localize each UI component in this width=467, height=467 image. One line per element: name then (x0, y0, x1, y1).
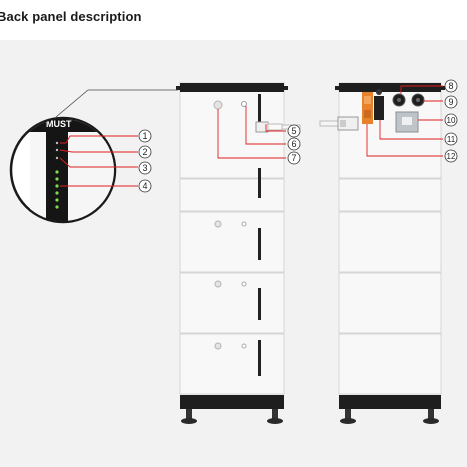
left-handle-4 (258, 340, 261, 376)
callout-10: 10 (447, 116, 456, 125)
leader-lines (59, 85, 443, 187)
callout-8: 8 (448, 81, 453, 91)
callout-12: 12 (447, 152, 456, 161)
left-base (180, 395, 284, 409)
callout-5: 5 (291, 126, 296, 136)
left-battery-stack (176, 82, 301, 424)
callout-9: 9 (448, 97, 453, 107)
right-module-4 (338, 333, 442, 395)
right-module-2 (338, 211, 442, 273)
left-module-1 (179, 178, 285, 212)
left-port (241, 101, 247, 107)
callout-6: 6 (291, 139, 296, 149)
zoom-inset: MUST (9, 89, 178, 224)
callout-11: 11 (447, 135, 456, 144)
left-handle-top (258, 94, 261, 122)
callout-1: 1 (142, 131, 147, 141)
left-connector-plug (267, 123, 283, 131)
callout-3: 3 (142, 163, 147, 173)
left-handle-1 (258, 168, 261, 198)
left-foot-2 (267, 418, 283, 424)
callout-2: 2 (142, 147, 147, 157)
right-base (339, 395, 441, 409)
led-indicators (55, 170, 59, 209)
black-switch (374, 96, 384, 120)
zoom-display-strip (46, 119, 68, 221)
right-foot-2 (423, 418, 439, 424)
callouts: 1 2 3 4 5 6 7 8 9 10 11 12 (138, 79, 458, 193)
orange-breaker (362, 92, 373, 124)
right-battery-stack (319, 82, 445, 424)
callout-7: 7 (291, 153, 296, 163)
left-handle-3 (258, 288, 261, 320)
left-top-bar (180, 83, 284, 92)
right-top-bar (339, 83, 441, 92)
page-title: Back panel description (0, 9, 142, 24)
left-handle-2 (258, 228, 261, 260)
left-module-3 (179, 272, 285, 334)
left-ground-stud (213, 100, 223, 110)
left-module-4 (179, 333, 285, 395)
left-module-2 (179, 211, 285, 273)
left-foot-1 (181, 418, 197, 424)
right-foot-1 (340, 418, 356, 424)
callout-4: 4 (142, 181, 147, 191)
right-module-1 (338, 178, 442, 212)
brand-logo: MUST (46, 119, 72, 129)
right-module-3 (338, 272, 442, 334)
